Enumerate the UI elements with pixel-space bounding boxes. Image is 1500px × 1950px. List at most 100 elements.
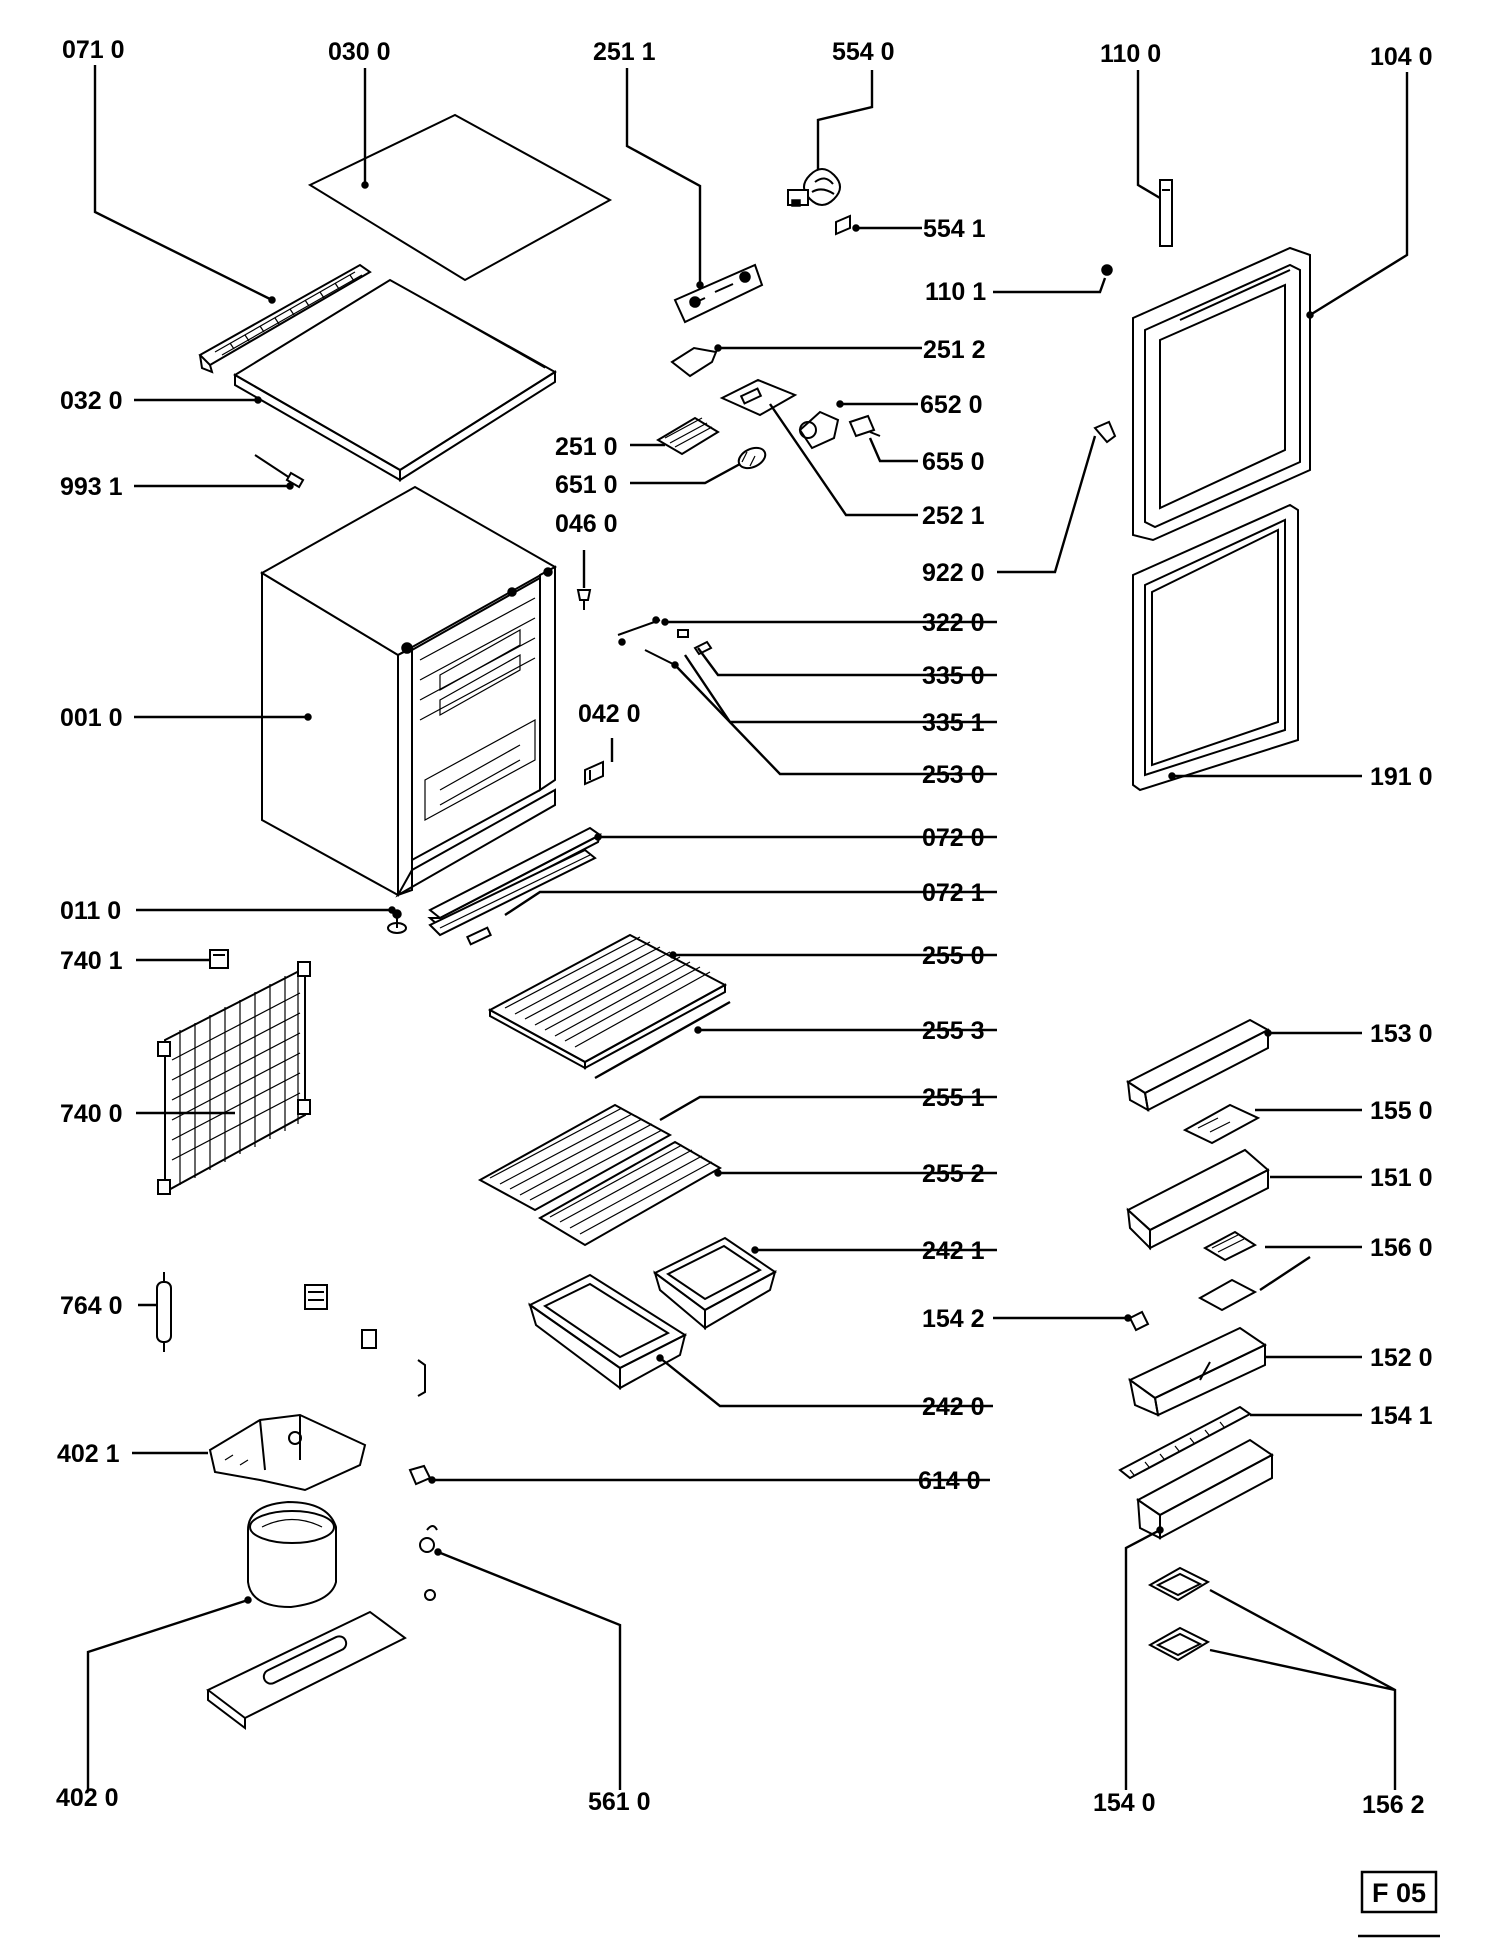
label-104-0: 104 0 <box>1370 43 1433 71</box>
part-993-1-probe <box>254 454 305 489</box>
part-labels: 071 0 030 0 251 1 554 0 110 0 104 0 554 … <box>56 36 1433 1819</box>
part-242-0-bin <box>528 1273 688 1390</box>
part-922-0-hinge-pin <box>1093 420 1117 444</box>
label-071-0: 071 0 <box>62 36 125 64</box>
label-154-1: 154 1 <box>1370 1402 1433 1430</box>
label-242-1: 242 1 <box>922 1237 985 1265</box>
label-335-0: 335 0 <box>922 662 985 690</box>
part-relay-parts <box>304 1284 426 1397</box>
part-740-0-condenser <box>157 961 311 1195</box>
label-251-2: 251 2 <box>923 336 986 364</box>
label-151-0: 151 0 <box>1370 1164 1433 1192</box>
part-110-1-cap <box>1101 264 1113 276</box>
part-402-0-compressor <box>206 1500 407 1731</box>
label-152-0: 152 0 <box>1370 1344 1433 1372</box>
part-251-2-lamp-cover <box>670 346 718 378</box>
part-554-1-clip <box>835 214 851 236</box>
label-153-0: 153 0 <box>1370 1020 1433 1048</box>
figure-frame-marker: F 05 <box>1358 1870 1440 1938</box>
label-335-1: 335 1 <box>922 709 985 737</box>
part-152-0-bottle-bin <box>1128 1326 1267 1417</box>
label-251-1: 251 1 <box>593 38 656 66</box>
label-402-0: 402 0 <box>56 1784 119 1812</box>
label-110-0: 110 0 <box>1100 40 1161 68</box>
part-151-0-door-bin <box>1126 1148 1270 1251</box>
label-251-0: 251 0 <box>555 433 618 461</box>
label-740-1: 740 1 <box>60 947 123 975</box>
label-651-0: 651 0 <box>555 471 618 499</box>
label-655-0: 655 0 <box>922 448 985 476</box>
label-155-0: 155 0 <box>1370 1097 1433 1125</box>
part-032-0-top-frame <box>233 278 557 482</box>
label-740-0: 740 0 <box>60 1100 123 1128</box>
part-255-3-trim <box>594 1000 731 1080</box>
label-614-0: 614 0 <box>918 1467 981 1495</box>
label-011-0: 011 0 <box>60 897 121 925</box>
label-255-2: 255 2 <box>922 1160 985 1188</box>
label-322-0: 322 0 <box>922 609 985 637</box>
label-554-0: 554 0 <box>832 38 895 66</box>
part-655-0-connector <box>848 414 881 438</box>
label-652-0: 652 0 <box>920 391 983 419</box>
part-thermostat-group <box>617 616 713 669</box>
part-156-0-egg-trays <box>1197 1230 1258 1312</box>
part-072-1-base-strip <box>428 848 597 946</box>
label-001-0: 001 0 <box>60 704 123 732</box>
part-042-0-hinge <box>584 760 604 786</box>
label-242-0: 242 0 <box>922 1393 985 1421</box>
label-255-1: 255 1 <box>922 1084 985 1112</box>
part-252-1-switch-panel <box>719 378 798 417</box>
part-255-2-shelf-half <box>538 1140 723 1247</box>
label-554-1: 554 1 <box>923 215 986 243</box>
part-402-1-compressor-cover <box>208 1413 367 1492</box>
frame-label: F 05 <box>1372 1878 1426 1908</box>
part-071-0-grille <box>198 263 372 374</box>
part-614-0-clip <box>408 1464 432 1486</box>
label-032-0: 032 0 <box>60 387 123 415</box>
part-001-0-cabinet <box>260 485 558 898</box>
label-191-0: 191 0 <box>1370 763 1433 791</box>
part-072-0-base-trim <box>427 826 602 927</box>
part-255-0-shelf <box>487 933 728 1070</box>
label-922-0: 922 0 <box>922 559 985 587</box>
label-042-0: 042 0 <box>578 700 641 728</box>
label-255-3: 255 3 <box>922 1017 985 1045</box>
label-156-2: 156 2 <box>1362 1791 1425 1819</box>
label-072-1: 072 1 <box>922 879 985 907</box>
part-156-2-egg-holders <box>1147 1566 1211 1662</box>
label-764-0: 764 0 <box>60 1292 123 1320</box>
leader-dots <box>244 181 1314 1604</box>
label-154-0: 154 0 <box>1093 1789 1156 1817</box>
part-154-2-clip <box>1128 1310 1150 1332</box>
label-154-2: 154 2 <box>922 1305 985 1333</box>
part-153-0-door-shelf <box>1125 1018 1271 1112</box>
label-110-1: 110 1 <box>925 278 986 306</box>
label-072-0: 072 0 <box>922 824 985 852</box>
part-561-0-grommet <box>419 1525 438 1601</box>
part-046-0-screw <box>576 589 592 610</box>
part-255-1-shelf-half <box>477 1103 673 1212</box>
label-156-0: 156 0 <box>1370 1234 1433 1262</box>
part-651-0-bulb <box>737 446 767 470</box>
part-764-0-drier <box>156 1272 172 1352</box>
label-252-1: 252 1 <box>922 502 985 530</box>
part-242-1-bin <box>653 1236 777 1331</box>
part-191-0-gasket <box>1132 503 1299 792</box>
part-030-0-top-cover <box>307 113 613 282</box>
label-402-1: 402 1 <box>57 1440 120 1468</box>
label-255-0: 255 0 <box>922 942 985 970</box>
label-993-1: 993 1 <box>60 473 123 501</box>
label-030-0: 030 0 <box>328 38 391 66</box>
part-740-1-clip <box>209 949 229 969</box>
leader-lines <box>86 65 1409 1790</box>
part-251-1-light-housing <box>673 263 764 324</box>
part-652-0-switch <box>798 410 840 450</box>
part-104-0-door <box>1132 246 1311 542</box>
part-155-0-insert <box>1182 1103 1261 1145</box>
part-251-0-lens <box>656 416 720 456</box>
label-046-0: 046 0 <box>555 510 618 538</box>
label-253-0: 253 0 <box>922 761 985 789</box>
part-554-0-spring <box>787 168 841 207</box>
label-561-0: 561 0 <box>588 1788 651 1816</box>
